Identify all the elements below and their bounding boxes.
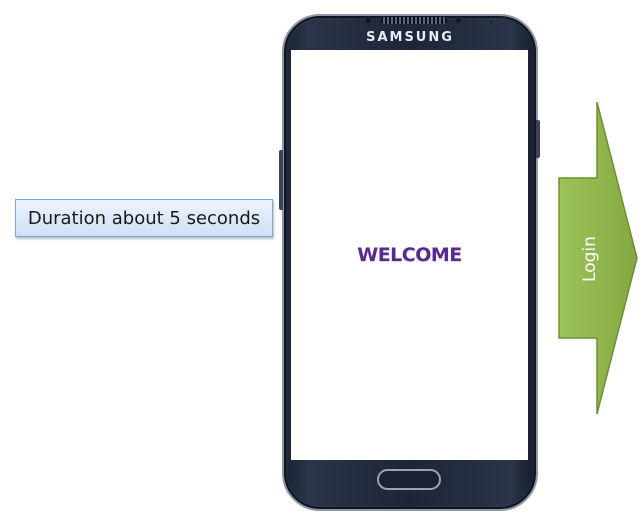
welcome-title: WELCOME (357, 244, 462, 266)
phone-volume-button (279, 150, 283, 210)
phone-front-camera (365, 17, 372, 24)
next-step-arrow-shape (558, 101, 638, 415)
phone-power-button (536, 120, 540, 158)
splash-screen: WELCOME (291, 50, 528, 460)
phone-brand-label: SAMSUNG (366, 30, 454, 45)
next-step-arrow-icon[interactable] (557, 100, 639, 416)
next-step-label: Login (580, 236, 600, 282)
phone-proximity-sensor (455, 17, 462, 24)
phone-speaker-grille (381, 17, 447, 24)
duration-callout-text: Duration about 5 seconds (27, 207, 261, 229)
phone-light-sensor (488, 19, 494, 25)
duration-callout: Duration about 5 seconds (15, 199, 273, 237)
phone-home-button[interactable] (377, 469, 441, 490)
